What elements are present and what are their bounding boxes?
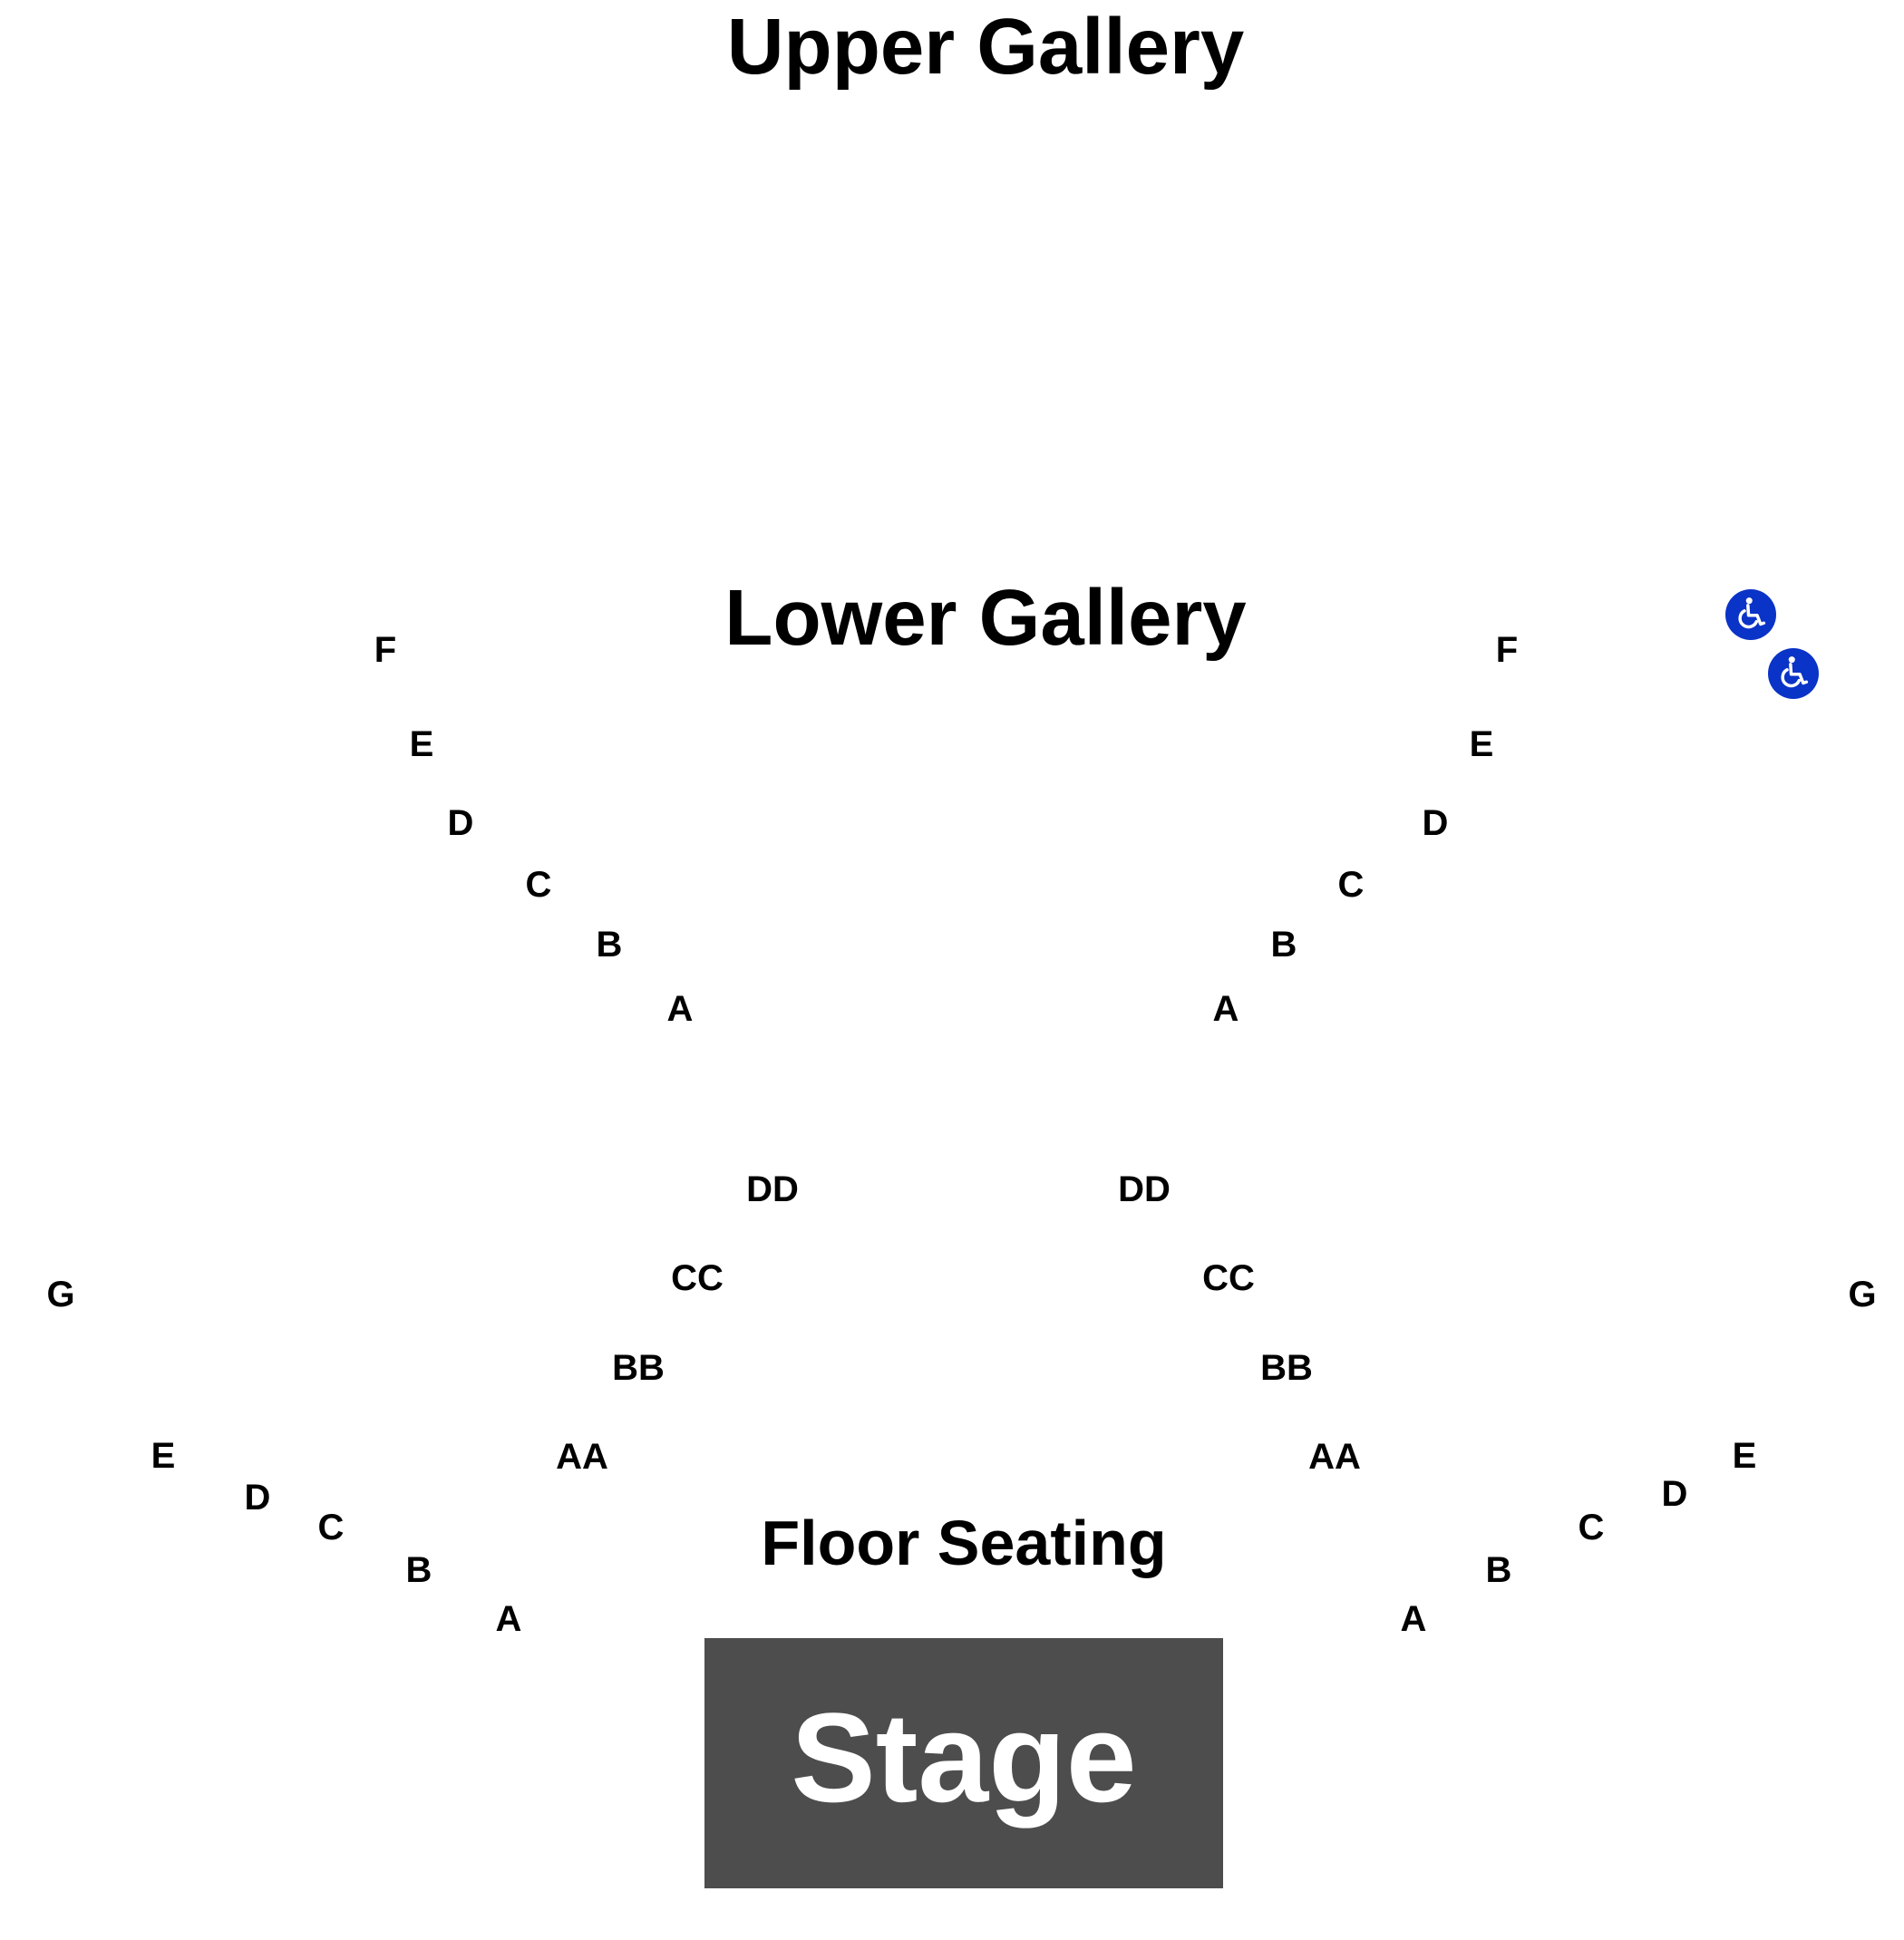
floor-right-row-label[interactable]: C (1578, 1508, 1605, 1547)
lower-left-row-label[interactable]: E (409, 724, 434, 764)
lower-right-row-label[interactable]: A (1212, 989, 1239, 1029)
lower-right-row-label[interactable]: E (1469, 724, 1494, 764)
inner-right-row-label[interactable]: BB (1260, 1348, 1313, 1388)
floor-left-row-label[interactable]: D (244, 1478, 271, 1518)
lower-gallery-title: Lower Gallery (724, 574, 1247, 662)
floor-left-row-label[interactable]: B (405, 1550, 432, 1590)
inner-right-row-label[interactable]: AA (1308, 1437, 1361, 1477)
upper-gallery-title: Upper Gallery (726, 3, 1245, 91)
floor-right-row-label[interactable]: D (1661, 1474, 1688, 1514)
inner-right-row-label[interactable]: CC (1202, 1258, 1255, 1298)
inner-left-row-label[interactable]: AA (556, 1437, 608, 1477)
floor-right-row-label[interactable]: G (1848, 1275, 1877, 1314)
inner-left-row-label[interactable]: CC (671, 1258, 724, 1298)
wheelchair-icon[interactable] (1725, 589, 1776, 640)
stage-label: Stage (791, 1686, 1137, 1828)
floor-right-row-label[interactable]: A (1400, 1599, 1427, 1639)
inner-right-row-label[interactable]: DD (1118, 1169, 1171, 1209)
floor-left-row-label[interactable]: G (46, 1275, 75, 1314)
lower-right-row-label[interactable]: D (1422, 803, 1449, 843)
lower-left-row-label[interactable]: D (447, 803, 474, 843)
wheelchair-icon[interactable] (1768, 648, 1819, 699)
floor-seating-title: Floor Seating (761, 1508, 1167, 1578)
inner-left-row-label[interactable]: DD (746, 1169, 799, 1209)
stage: Stage (704, 1638, 1223, 1888)
lower-left-row-label[interactable]: B (596, 925, 623, 965)
lower-left-row-label[interactable]: F (374, 630, 397, 670)
lower-left-row-label[interactable]: A (666, 989, 694, 1029)
lower-right-row-label[interactable]: B (1270, 925, 1297, 965)
lower-left-row-label[interactable]: C (525, 865, 552, 905)
floor-left-row-label[interactable]: E (151, 1436, 176, 1476)
floor-right-row-label[interactable]: E (1732, 1436, 1757, 1476)
lower-right-row-label[interactable]: F (1495, 630, 1519, 670)
floor-left-row-label[interactable]: A (495, 1599, 522, 1639)
inner-left-row-label[interactable]: BB (612, 1348, 665, 1388)
wheelchair-icon-glyph (1738, 597, 1766, 629)
floor-left-row-label[interactable]: C (317, 1508, 345, 1547)
floor-right-row-label[interactable]: B (1485, 1550, 1512, 1590)
wheelchair-icon-glyph (1781, 656, 1809, 688)
lower-right-row-label[interactable]: C (1337, 865, 1365, 905)
